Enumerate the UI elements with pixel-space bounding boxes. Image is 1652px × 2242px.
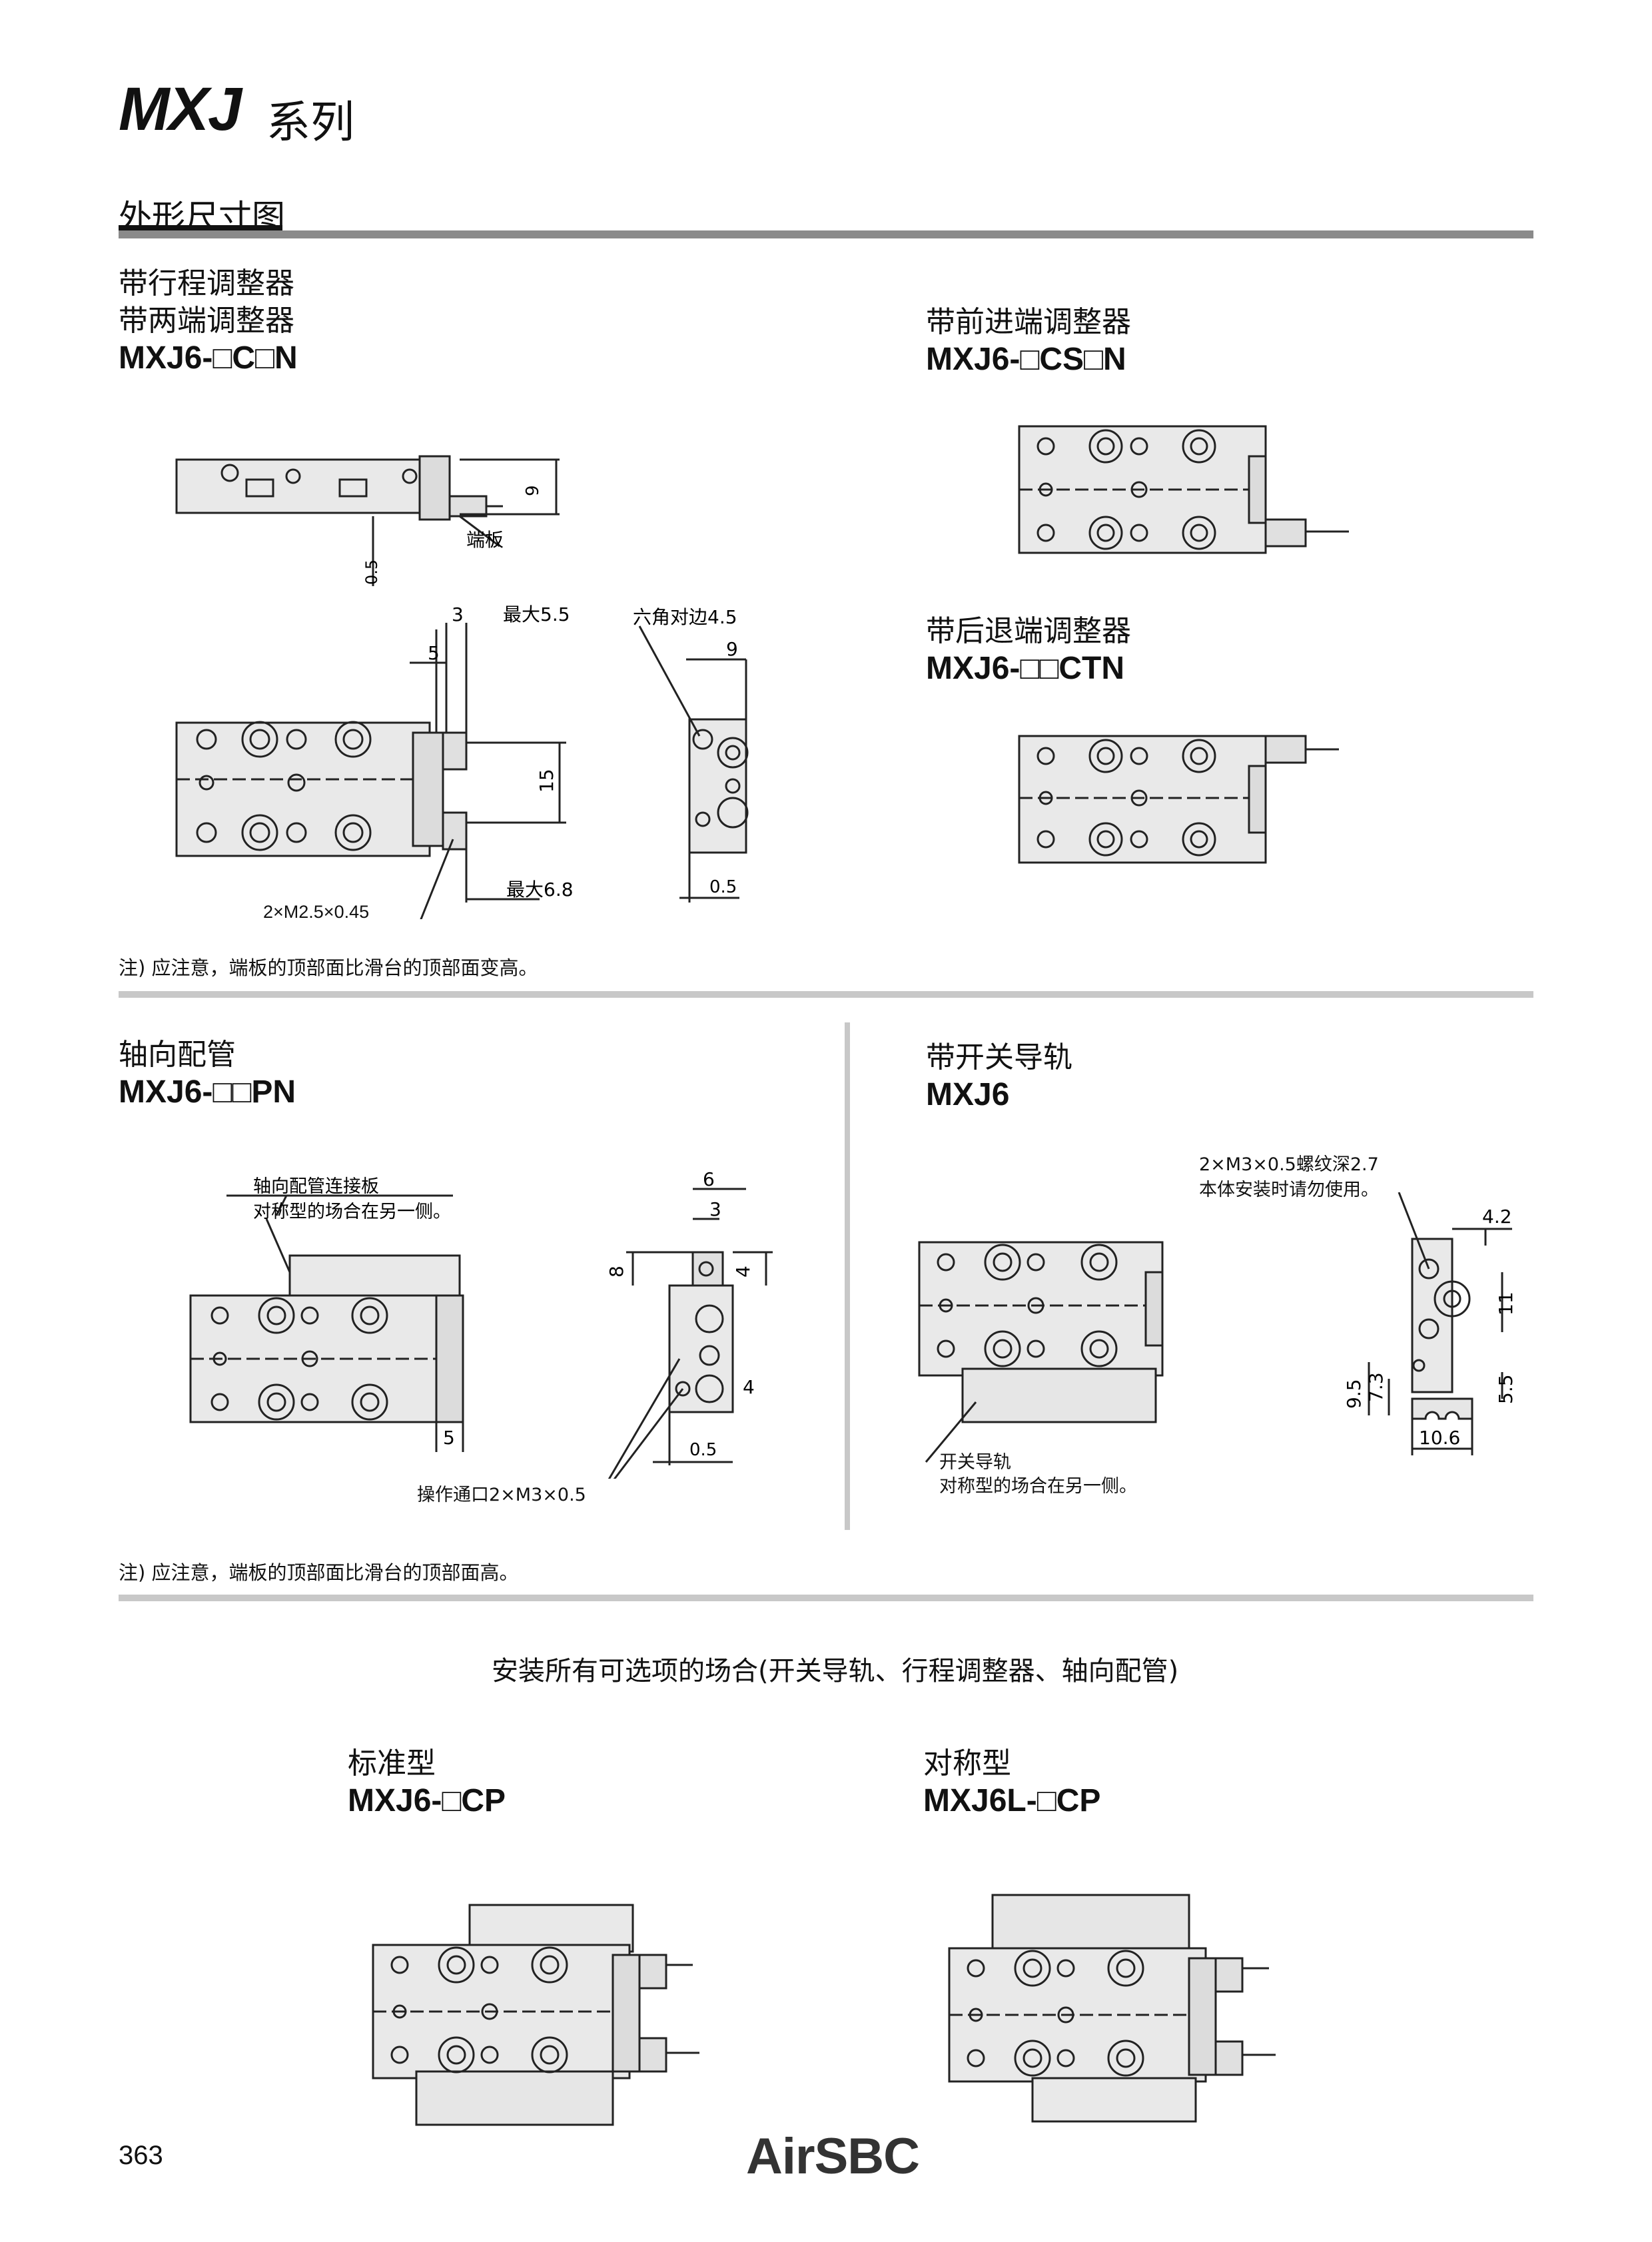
divider-vertical	[845, 1022, 850, 1530]
section-rule-mark	[119, 225, 282, 230]
heading-line: 轴向配管	[119, 1038, 236, 1072]
dim-max-6.8: 最大6.8	[506, 879, 574, 901]
divider	[119, 991, 1533, 998]
dim-15: 15	[536, 769, 558, 793]
dim-9: 9	[523, 485, 543, 496]
heading-front-adjuster: 带前进端调整器 MXJ6-□CS□N	[926, 304, 1131, 378]
drawing-switch-rail-end: 4.2 11 9.5 7.3 5.5 10.6	[1343, 1192, 1517, 1455]
dim-4b: 4	[743, 1376, 755, 1398]
dim-max-5.5: 最大5.5	[503, 603, 570, 625]
page-number: 363	[119, 2141, 163, 2170]
drawing-front-adjuster	[1018, 425, 1349, 554]
heading-line: 带开关导轨	[926, 1040, 1072, 1074]
drawing-axial-end-view: 6 3 8 4 4 0.5	[606, 1168, 773, 1479]
drawing-symmetric-all-options	[948, 1894, 1276, 2123]
model-code: MXJ6-□□CTN	[926, 651, 1125, 686]
note-block2: 注) 应注意，端板的顶部面比滑台的顶部面高。	[119, 1561, 519, 1584]
drawing-rear-adjuster	[1018, 735, 1339, 864]
model-code: MXJ6-□CP	[348, 1783, 506, 1818]
dim-5-axial: 5	[443, 1427, 455, 1449]
heading-standard: 标准型 MXJ6-□CP	[348, 1745, 506, 1820]
model-code: MXJ6-□CS□N	[926, 342, 1126, 377]
dim-10.6: 10.6	[1419, 1427, 1460, 1449]
dim-thread: 2×M2.5×0.45	[263, 902, 370, 922]
heading-rear-adjuster: 带后退端调整器 MXJ6-□□CTN	[926, 613, 1131, 687]
caption-all-options: 安装所有可选项的场合(开关导轨、行程调整器、轴向配管)	[492, 1656, 1179, 1686]
dim-3-axial: 3	[709, 1198, 721, 1220]
label-piping-plate: 轴向配管连接板	[253, 1176, 379, 1197]
heading-line: 带两端调整器	[119, 304, 294, 338]
heading-switch-rail: 带开关导轨 MXJ6	[926, 1039, 1072, 1114]
dim-0.5-end: 0.5	[709, 877, 737, 897]
dim-0.5-axial: 0.5	[689, 1440, 717, 1460]
dim-5: 5	[428, 642, 440, 664]
label-line: 对称型的场合在另一侧。	[939, 1476, 1137, 1497]
drawing-standard-all-options	[372, 1904, 699, 2126]
dim-8: 8	[606, 1266, 627, 1278]
heading-line: 带前进端调整器	[926, 305, 1131, 339]
label-line: 本体安装时请勿使用。	[1199, 1180, 1379, 1200]
dim-11: 11	[1495, 1292, 1517, 1315]
drawing-axial-piping: 轴向配管连接板 对称型的场合在另一侧。 5	[189, 1176, 464, 1452]
series-title-cn: 系列	[266, 97, 354, 148]
heading-line: 对称型	[923, 1746, 1011, 1780]
dim-4.2: 4.2	[1482, 1206, 1512, 1228]
dim-6: 6	[703, 1168, 715, 1190]
dim-9.5: 9.5	[1343, 1379, 1365, 1409]
model-code: MXJ6-□C□N	[119, 340, 298, 376]
dim-3: 3	[452, 603, 464, 625]
heading-line: 带行程调整器	[119, 266, 294, 300]
note-block1: 注) 应注意，端板的顶部面比滑台的顶部面变高。	[119, 956, 538, 979]
drawing-switch-rail	[918, 1241, 1164, 1463]
heading-symmetric: 对称型 MXJ6L-□CP	[923, 1745, 1100, 1820]
dim-0.5: 0.5	[362, 560, 381, 585]
heading-stroke-adjuster: 带行程调整器 带两端调整器 MXJ6-□C□N	[119, 265, 298, 377]
dim-4: 4	[732, 1266, 754, 1278]
model-code: MXJ6L-□CP	[923, 1783, 1101, 1818]
dim-7.3: 7.3	[1365, 1372, 1387, 1402]
heading-line: 带后退端调整器	[926, 614, 1131, 648]
label-hex-4.5: 六角对边4.5	[633, 606, 737, 628]
heading-axial-piping: 轴向配管 MXJ6-□□PN	[119, 1036, 296, 1111]
drawing-side-view: 9 端板 0.5	[175, 455, 560, 586]
label-line: 开关导轨	[939, 1452, 1011, 1473]
dim-5.5: 5.5	[1495, 1374, 1517, 1404]
label-mount-thread: 2×M3×0.5螺纹深2.7 本体安装时请勿使用。	[1199, 1152, 1379, 1203]
drawing-end-view: 六角对边4.5 9 0.5	[633, 606, 749, 903]
section-rule	[119, 230, 1533, 238]
label-line: 2×M3×0.5螺纹深2.7	[1199, 1154, 1379, 1175]
label-end-plate: 端板	[466, 529, 504, 551]
model-code: MXJ6	[926, 1077, 1010, 1112]
label-operation-port: 操作通口2×M3×0.5	[417, 1485, 586, 1505]
label-switch-rail: 开关导轨 对称型的场合在另一侧。	[939, 1451, 1137, 1499]
heading-line: 标准型	[348, 1746, 436, 1780]
label-symmetric-other-side: 对称型的场合在另一侧。	[253, 1202, 451, 1222]
dim-9-end: 9	[726, 638, 738, 660]
series-title: MXJ	[119, 75, 242, 143]
divider	[119, 1595, 1533, 1601]
drawing-top-view: 3 最大5.5 5 15 最大6.8	[175, 603, 574, 919]
brand-logo: AirSBC	[746, 2128, 920, 2185]
model-code: MXJ6-□□PN	[119, 1074, 296, 1110]
